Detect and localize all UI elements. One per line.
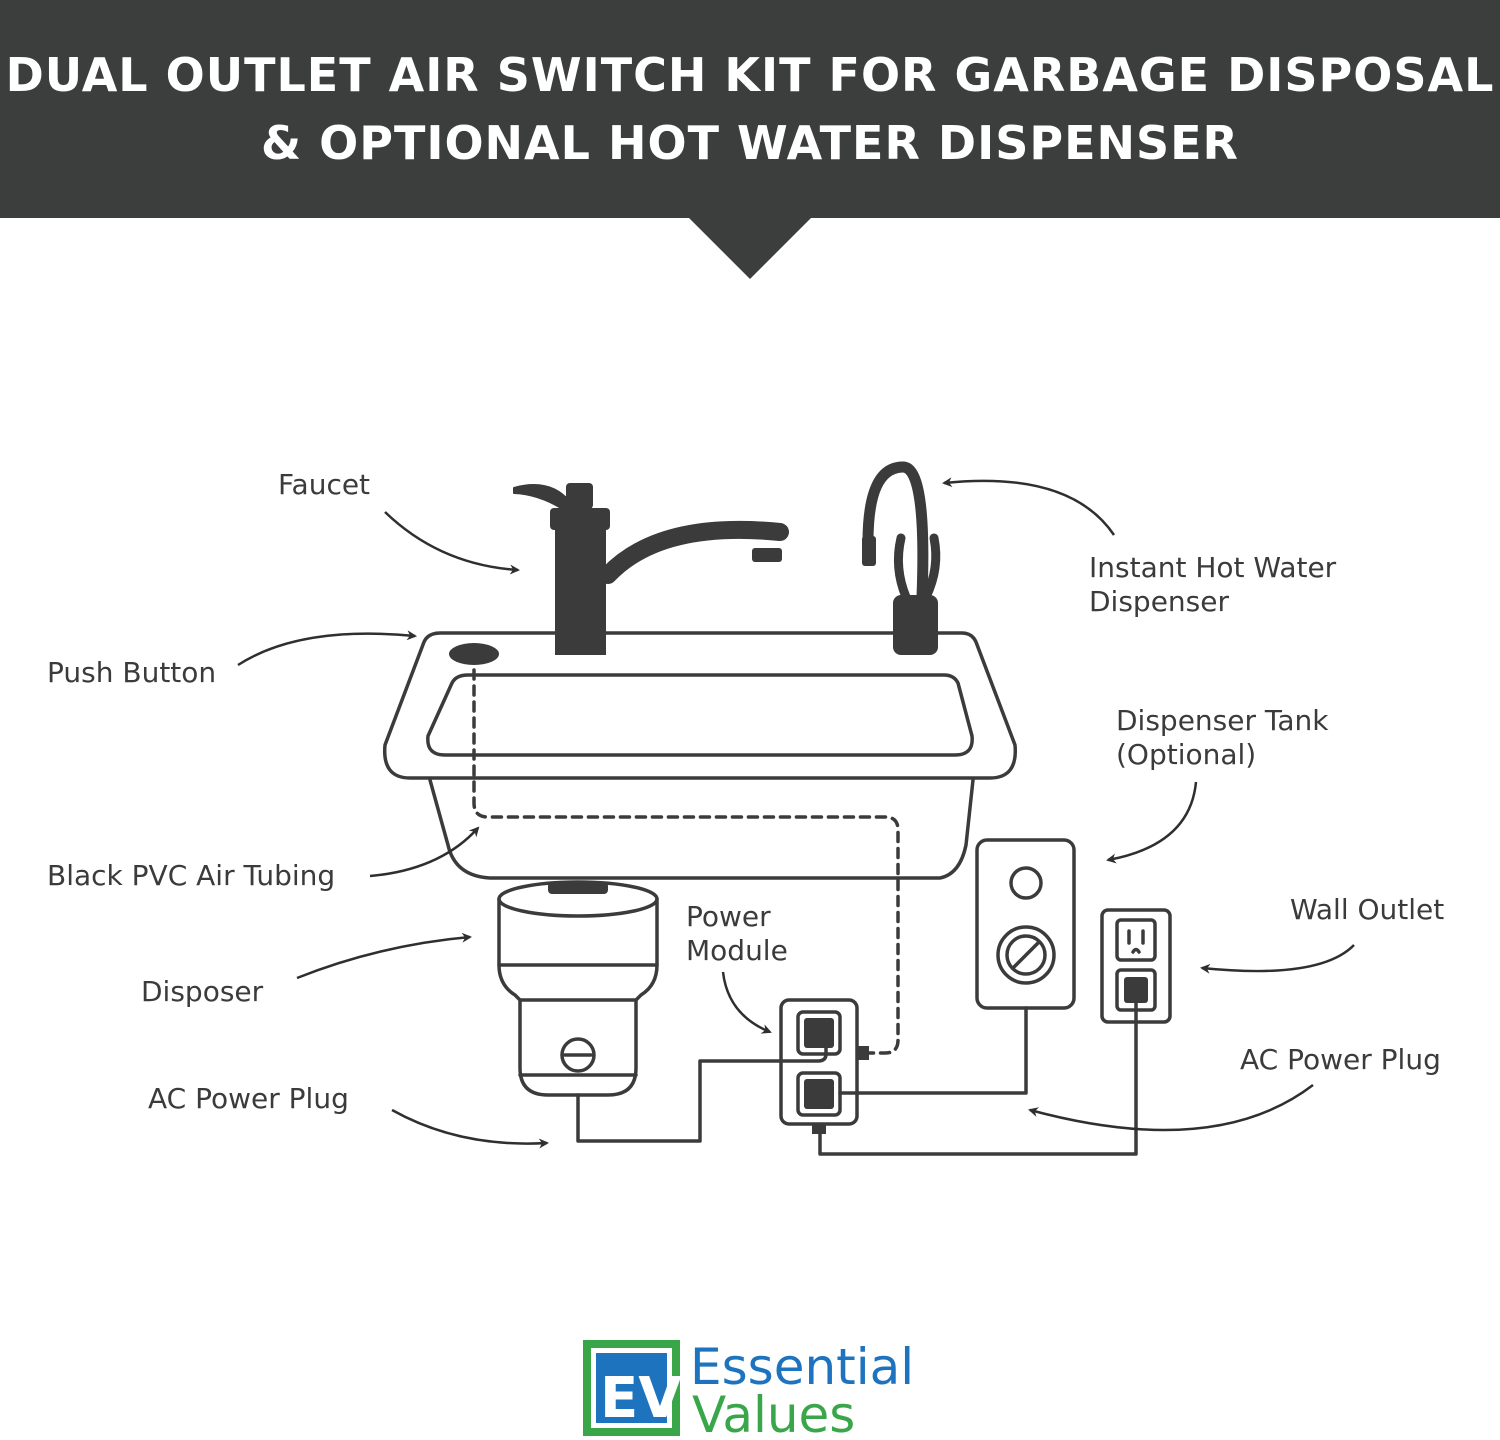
header-banner: DUAL OUTLET AIR SWITCH KIT FOR GARBAGE D… — [0, 0, 1500, 218]
label-push-button: Push Button — [47, 656, 216, 689]
arrow-tubing — [369, 826, 480, 878]
faucet-icon — [513, 483, 789, 655]
arrow-ac-left — [391, 1108, 549, 1149]
push-button-icon — [449, 643, 499, 665]
label-ac-plug-left: AC Power Plug — [148, 1082, 349, 1115]
label-hot-water-1: Instant Hot Water — [1089, 551, 1337, 584]
arrow-wall-outlet — [1200, 944, 1355, 974]
arrow-disposer — [296, 932, 472, 980]
title-line-2: & OPTIONAL HOT WATER DISPENSER — [261, 116, 1239, 170]
arrow-ac-right — [1028, 1084, 1314, 1132]
header-notch — [688, 217, 812, 279]
wall-cord — [818, 1001, 1138, 1156]
title-line-1: DUAL OUTLET AIR SWITCH KIT FOR GARBAGE D… — [5, 48, 1495, 102]
label-ac-plug-right: AC Power Plug — [1240, 1043, 1441, 1076]
logo-word-essential: Essential — [690, 1338, 914, 1396]
dispenser-tank-icon — [975, 838, 1076, 1010]
label-hot-water-2: Dispenser — [1089, 585, 1229, 618]
label-disposer: Disposer — [141, 975, 264, 1008]
hot-water-dispenser-icon — [862, 461, 941, 655]
label-faucet: Faucet — [278, 468, 370, 501]
air-tubing — [472, 668, 900, 1055]
label-tubing: Black PVC Air Tubing — [47, 859, 335, 892]
label-wall-outlet: Wall Outlet — [1290, 893, 1444, 926]
tank-cord — [838, 1006, 1028, 1095]
label-power-module-1: Power — [686, 900, 771, 933]
sink — [382, 631, 1018, 880]
arrow-tank — [1106, 781, 1198, 864]
label-tank-2: (Optional) — [1116, 738, 1256, 771]
logo-word-values: Values — [692, 1386, 855, 1440]
disposer-icon — [497, 880, 659, 1097]
arrow-hot-water — [942, 477, 1116, 536]
disposer-cord — [576, 1038, 828, 1143]
essential-values-logo: EV Essential Values — [583, 1338, 914, 1440]
logo-mark: EV — [600, 1366, 682, 1431]
power-module-icon — [779, 998, 869, 1134]
label-tank-1: Dispenser Tank — [1116, 704, 1329, 737]
arrow-power-module — [721, 971, 772, 1034]
arrow-push-button — [237, 630, 417, 667]
arrow-faucet — [384, 511, 520, 575]
label-power-module-2: Module — [686, 934, 788, 967]
